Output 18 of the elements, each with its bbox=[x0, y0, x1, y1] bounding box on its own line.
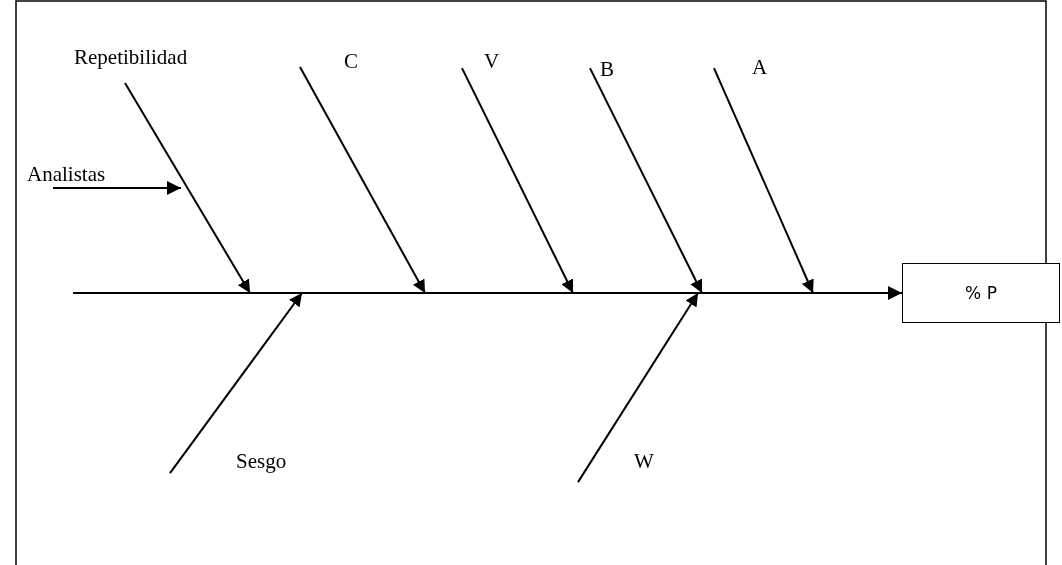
cause-label: C bbox=[344, 50, 358, 74]
arrow bbox=[124, 82, 251, 294]
arrow bbox=[299, 66, 426, 294]
cause-label: Repetibilidad bbox=[74, 46, 188, 70]
cause-label: B bbox=[600, 58, 614, 82]
cause-label: A bbox=[752, 56, 768, 80]
cause-label: V bbox=[484, 50, 500, 74]
arrow bbox=[589, 67, 703, 294]
cause-label: Sesgo bbox=[236, 450, 287, 474]
arrow bbox=[713, 67, 814, 294]
cause-label: W bbox=[634, 450, 654, 474]
cause-label: Analistas bbox=[27, 163, 106, 187]
arrow bbox=[461, 67, 574, 294]
arrow bbox=[577, 292, 699, 484]
arrow bbox=[169, 292, 303, 475]
arrow bbox=[72, 286, 903, 300]
arrow bbox=[52, 181, 182, 195]
result-box: % P bbox=[902, 263, 1060, 323]
